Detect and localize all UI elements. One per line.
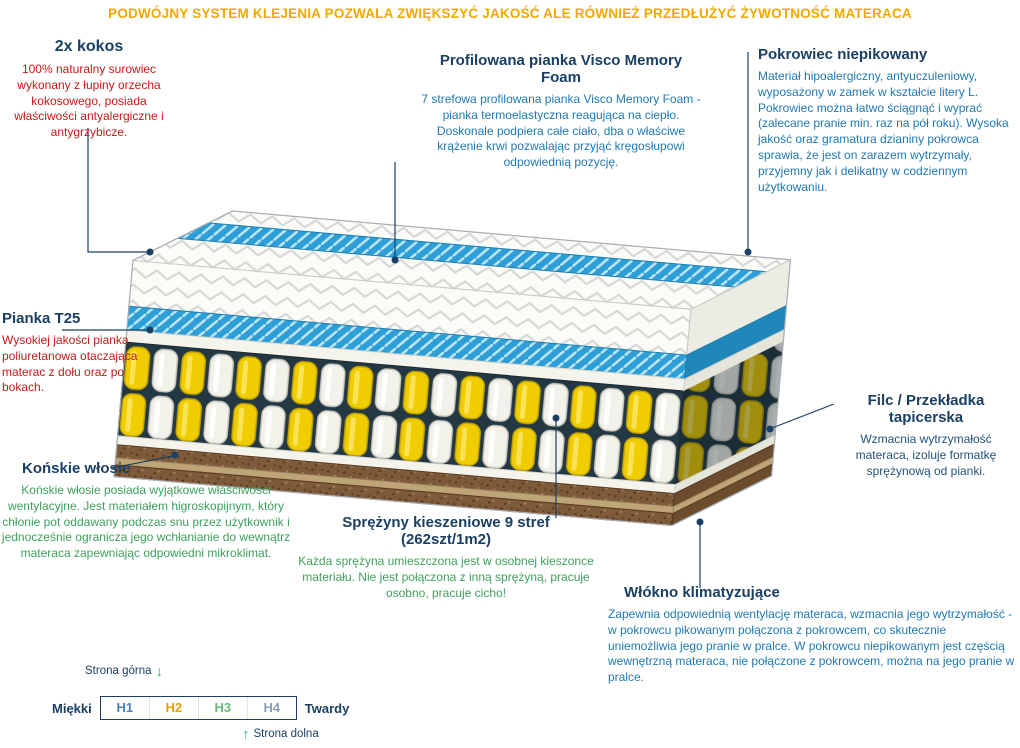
annotation-title-pianka: Pianka T25 <box>2 310 81 327</box>
scale-top-label: Strona górna <box>85 665 152 677</box>
scale-bottom-side: ↑Strona dolna <box>238 726 319 743</box>
annotation-title-wlokno: Włókno klimatyzujące <box>624 584 780 601</box>
annotation-body-kokos: 100% naturalny surowiec wykonany z łupin… <box>14 62 164 140</box>
annotation-body-filc: Wzmacnia wytrzymałość materaca, izoluje … <box>855 432 997 478</box>
annotation-title-filc: Filc / Przekładka tapicerska <box>867 392 985 426</box>
hardness-level-h2: H2 <box>148 697 198 719</box>
annotation-body-sprezyny: Każda sprężyna umieszczona jest w osobne… <box>298 554 594 600</box>
annotation-title-visco: Profilowana pianka Visco Memory Foam <box>439 52 683 86</box>
arrow-up-icon: ↑ <box>242 726 250 743</box>
annotation-pianka-t25: Pianka T25 Wysokiej jakości pianka poliu… <box>2 310 160 396</box>
annotation-title-kokos: 2x kokos <box>54 38 124 55</box>
annotation-filc: Filc / Przekładka tapicerska Wzmacnia wy… <box>832 392 1020 479</box>
annotation-title-konskie: Końskie włosie <box>22 460 131 477</box>
annotation-konskie-wlosie: Końskie włosie Końskie włosie posiada wy… <box>0 460 292 562</box>
annotation-body-konskie: Końskie włosie posiada wyjątkowe właściw… <box>1 483 291 561</box>
hardness-level-h3: H3 <box>197 697 247 719</box>
annotation-body-wlokno: Zapewnia odpowiednią wentylację materaca… <box>608 607 1015 685</box>
hardness-level-h1: H1 <box>116 700 134 715</box>
annotation-visco-foam: Profilowana pianka Visco Memory Foam 7 s… <box>420 52 702 171</box>
annotation-body-pianka: Wysokiej jakości pianka poliuretanowa ot… <box>2 333 138 395</box>
annotation-title-pokrowiec: Pokrowiec niepikowany <box>758 46 928 63</box>
annotation-2x-kokos: 2x kokos 100% naturalny surowiec wykonan… <box>8 38 170 141</box>
annotation-pokrowiec: Pokrowiec niepikowany Materiał hipoalerg… <box>758 46 1010 196</box>
scale-bottom-label: Strona dolna <box>253 728 319 740</box>
annotation-body-visco: 7 strefowa profilowana pianka Visco Memo… <box>421 92 701 170</box>
mattress-illustration <box>113 210 792 527</box>
arrow-down-icon: ↓ <box>155 663 164 680</box>
annotation-title-sprezyny: Sprężyny kieszeniowe 9 stref (262szt/1m2… <box>342 514 550 548</box>
hardness-level-h4: H4 <box>246 697 296 719</box>
scale-hard-label: Twardy <box>304 700 350 716</box>
scale-soft-label: Miękki <box>52 700 92 716</box>
hardness-levels-box: H1 H2 H3 H4 <box>99 696 297 720</box>
annotation-sprezyny: Sprężyny kieszeniowe 9 stref (262szt/1m2… <box>296 514 596 601</box>
annotation-body-pokrowiec: Materiał hipoalergiczny, antyuczuleniowy… <box>758 69 1009 194</box>
hardness-scale: Miękki H1 H2 H3 H4 Twardy <box>52 696 349 720</box>
scale-top-side: Strona górna↓ <box>85 663 167 680</box>
springs-side <box>675 341 784 485</box>
annotation-wlokno: Włókno klimatyzujące Zapewnia odpowiedni… <box>608 584 1016 686</box>
top-banner-text: PODWÓJNY SYSTEM KLEJENIA POZWALA ZWIĘKSZ… <box>108 6 912 21</box>
